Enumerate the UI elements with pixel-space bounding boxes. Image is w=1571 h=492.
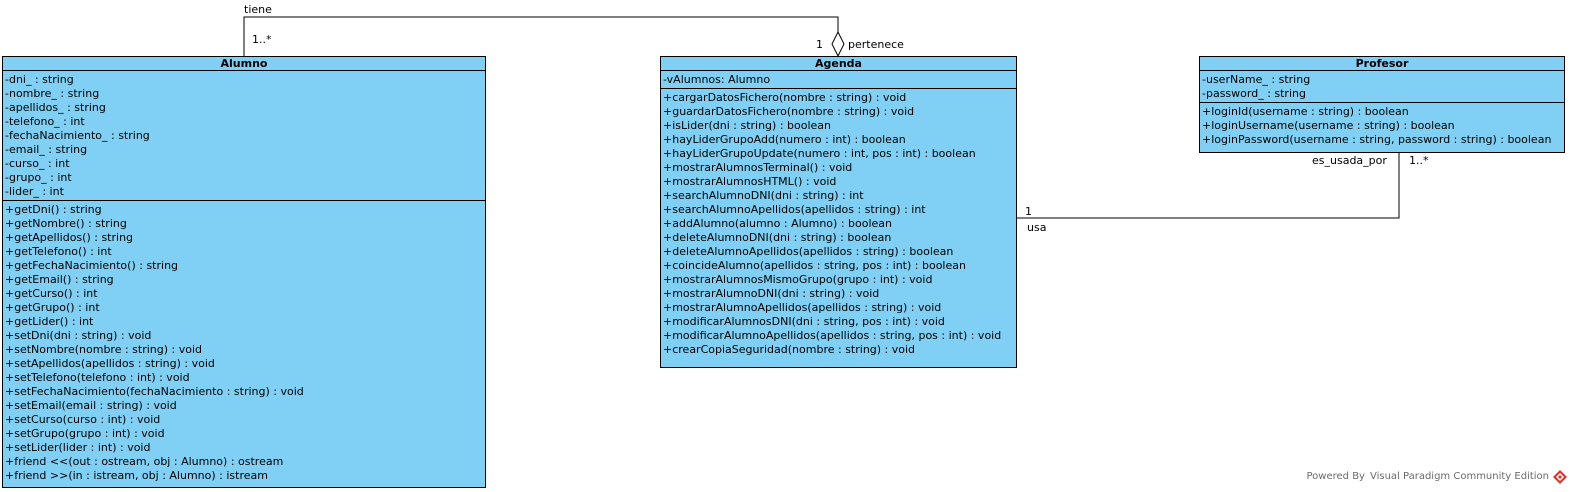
tiene-label: tiene xyxy=(244,3,272,16)
es-usada-por-role-label: es_usada_por xyxy=(1312,154,1387,167)
class-profesor[interactable]: Profesor -userName_ : string-password_ :… xyxy=(1199,56,1565,153)
class-operation: +setDni(dni : string) : void xyxy=(5,329,152,342)
powered-by-footer: Powered By Visual Paradigm Community Edi… xyxy=(1306,471,1550,482)
class-operation: +coincideAlumno(apellidos : string, pos … xyxy=(663,259,966,272)
usa-association-line xyxy=(1017,152,1400,219)
class-operation: +getDni() : string xyxy=(5,203,102,216)
class-operation: +deleteAlumnoDNI(dni : string) : boolean xyxy=(663,231,892,244)
class-operation: +setNombre(nombre : string) : void xyxy=(5,343,203,356)
class-operation: +setApellidos(apellidos : string) : void xyxy=(5,357,215,370)
usa-target-multiplicity: 1..* xyxy=(1409,154,1429,167)
operations-compartment: +cargarDatosFichero(nombre : string) : v… xyxy=(661,89,1016,358)
class-operation: +mostrarAlumnoApellidos(apellidos : stri… xyxy=(663,301,942,314)
class-operation: +guardarDatosFichero(nombre : string) : … xyxy=(663,105,915,118)
class-attribute: -email_ : string xyxy=(5,143,88,156)
class-operation: +setTelefono(telefono : int) : void xyxy=(5,371,190,384)
class-operation: +getLider() : int xyxy=(5,315,94,328)
class-operation: +mostrarAlumnosMismoGrupo(grupo : int) :… xyxy=(663,273,933,286)
aggregation-diamond xyxy=(831,30,845,58)
class-operation: +hayLiderGrupoAdd(numero : int) : boolea… xyxy=(663,133,906,146)
class-operation: +getEmail() : string xyxy=(5,273,114,286)
class-operation: +mostrarAlumnosHTML() : void xyxy=(663,175,837,188)
usa-source-multiplicity: 1 xyxy=(1025,205,1032,218)
attributes-compartment: -dni_ : string-nombre_ : string-apellido… xyxy=(3,71,485,201)
class-operation: +loginId(username : string) : boolean xyxy=(1202,105,1409,118)
class-operation: +loginUsername(username : string) : bool… xyxy=(1202,119,1455,132)
class-attribute: -dni_ : string xyxy=(5,73,74,86)
class-operation: +mostrarAlumnoDNI(dni : string) : void xyxy=(663,287,880,300)
class-operation: +crearCopiaSeguridad(nombre : string) : … xyxy=(663,343,916,356)
class-operation: +loginPassword(username : string, passwo… xyxy=(1202,133,1552,146)
class-attribute: -password_ : string xyxy=(1202,87,1306,100)
tiene-association-line xyxy=(243,16,839,56)
class-operation: +setFechaNacimiento(fechaNacimiento : st… xyxy=(5,385,304,398)
class-alumno[interactable]: Alumno -dni_ : string-nombre_ : string-a… xyxy=(2,56,486,488)
class-operation: +getFechaNacimiento() : string xyxy=(5,259,179,272)
pertenece-role-label: pertenece xyxy=(848,38,904,51)
class-name: Alumno xyxy=(3,57,485,71)
class-operation: +setGrupo(grupo : int) : void xyxy=(5,427,165,440)
tiene-target-multiplicity: 1 xyxy=(816,38,823,51)
class-attribute: -vAlumnos: Alumno xyxy=(663,73,771,86)
class-operation: +friend <<(out : ostream, obj : Alumno) … xyxy=(5,455,284,468)
class-operation: +modificarAlumnosDNI(dni : string, pos :… xyxy=(663,315,945,328)
class-operation: +getTelefono() : int xyxy=(5,245,112,258)
class-operation: +modificarAlumnoApellidos(apellidos : st… xyxy=(663,329,1002,342)
class-attribute: -apellidos_ : string xyxy=(5,101,106,114)
class-attribute: -lider_ : int xyxy=(5,185,64,198)
class-operation: +cargarDatosFichero(nombre : string) : v… xyxy=(663,91,907,104)
class-attribute: -nombre_ : string xyxy=(5,87,100,100)
class-name: Profesor xyxy=(1200,57,1564,71)
class-operation: +hayLiderGrupoUpdate(numero : int, pos :… xyxy=(663,147,976,160)
attributes-compartment: -userName_ : string-password_ : string xyxy=(1200,71,1564,103)
class-operation: +deleteAlumnoApellidos(apellidos : strin… xyxy=(663,245,954,258)
operations-compartment: +loginId(username : string) : boolean+lo… xyxy=(1200,103,1564,148)
class-operation: +getGrupo() : int xyxy=(5,301,100,314)
class-operation: +addAlumno(alumno : Alumno) : boolean xyxy=(663,217,893,230)
class-operation: +isLider(dni : string) : boolean xyxy=(663,119,832,132)
tiene-source-multiplicity: 1..* xyxy=(252,33,272,46)
visual-paradigm-logo-icon xyxy=(1553,470,1567,484)
attributes-compartment: -vAlumnos: Alumno xyxy=(661,71,1016,89)
class-operation: +friend >>(in : istream, obj : Alumno) :… xyxy=(5,469,268,482)
class-attribute: -userName_ : string xyxy=(1202,73,1311,86)
class-agenda[interactable]: Agenda -vAlumnos: Alumno +cargarDatosFic… xyxy=(660,56,1017,368)
class-operation: +getCurso() : int xyxy=(5,287,98,300)
class-operation: +setEmail(email : string) : void xyxy=(5,399,177,412)
class-name: Agenda xyxy=(661,57,1016,71)
class-operation: +getNombre() : string xyxy=(5,217,127,230)
class-attribute: -grupo_ : int xyxy=(5,171,72,184)
class-attribute: -telefono_ : int xyxy=(5,115,85,128)
class-operation: +mostrarAlumnosTerminal() : void xyxy=(663,161,853,174)
class-operation: +searchAlumnoApellidos(apellidos : strin… xyxy=(663,203,926,216)
operations-compartment: +getDni() : string+getNombre() : string+… xyxy=(3,201,485,484)
class-operation: +getApellidos() : string xyxy=(5,231,134,244)
usa-label: usa xyxy=(1027,221,1047,234)
class-operation: +setLider(lider : int) : void xyxy=(5,441,151,454)
class-operation: +searchAlumnoDNI(dni : string) : int xyxy=(663,189,864,202)
class-operation: +setCurso(curso : int) : void xyxy=(5,413,161,426)
class-attribute: -curso_ : int xyxy=(5,157,70,170)
class-attribute: -fechaNacimiento_ : string xyxy=(5,129,150,142)
